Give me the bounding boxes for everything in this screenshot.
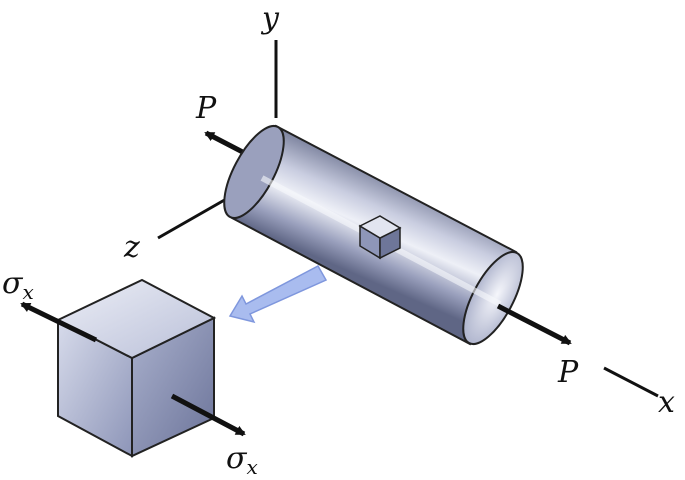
x-axis-label: x [658, 385, 675, 420]
stress-label-top: σx [2, 266, 34, 304]
z-axis-line [157, 196, 229, 240]
stress-label-bottom: σx [226, 441, 258, 479]
stress-element-on-bar [358, 215, 402, 260]
stress-arrow-bottom [170, 393, 246, 437]
load-arrow-right [496, 303, 572, 346]
stress-arrow-top [20, 301, 98, 343]
load-label-left: P [195, 91, 217, 126]
load-label-right: P [557, 355, 579, 390]
y-axis-label: y [260, 1, 280, 36]
z-axis-label: z [123, 230, 140, 265]
x-axis-line [603, 366, 659, 398]
callout-arrow [228, 264, 328, 324]
stress-element-cube [55, 278, 217, 458]
